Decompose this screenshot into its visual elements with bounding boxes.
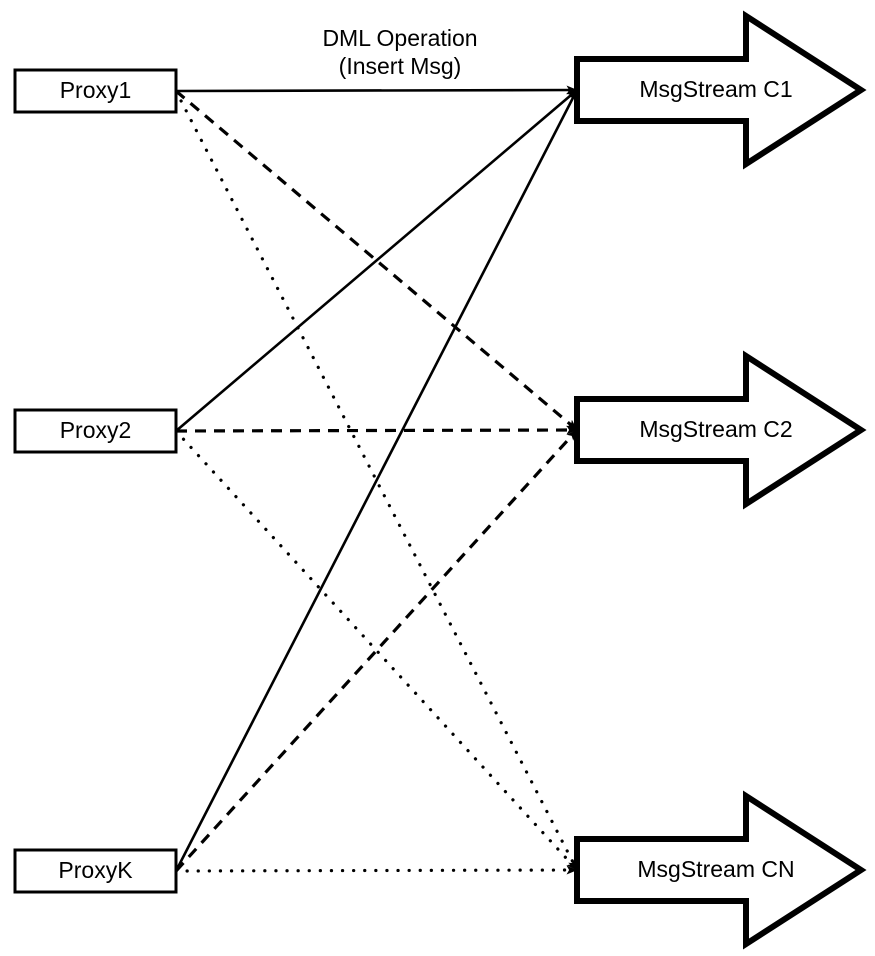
stream-stream_c2: MsgStream C2 — [574, 350, 867, 510]
stream-arrow-shape — [574, 790, 867, 950]
link-proxyK-to-cn — [174, 865, 579, 875]
link-proxy2-to-c1 — [175, 89, 578, 432]
link-proxyK-to-c2 — [174, 428, 579, 873]
stream-arrow-shape — [574, 350, 867, 510]
node-proxy1: Proxy1 — [13, 68, 178, 114]
link-proxyK-to-c1 — [174, 89, 579, 872]
streams-layer: MsgStream C1 MsgStream C2 MsgStream CN — [574, 10, 867, 950]
node-box-label: ProxyK — [58, 857, 133, 883]
link-proxy1-to-c1 — [175, 85, 578, 95]
node-box-rect — [13, 408, 178, 454]
node-proxyK: ProxyK — [13, 848, 178, 894]
node-box-rect — [13, 68, 178, 114]
caption-line-1: DML Operation — [322, 25, 477, 51]
stream-stream_cn: MsgStream CN — [574, 790, 867, 950]
caption-line-2: (Insert Msg) — [339, 53, 462, 79]
node-box-label: Proxy2 — [60, 417, 132, 443]
link-proxy1-to-c2 — [174, 89, 579, 432]
stream-label: MsgStream C2 — [639, 416, 792, 442]
stream-stream_c1: MsgStream C1 — [574, 10, 867, 170]
stream-label: MsgStream CN — [637, 856, 794, 882]
stream-arrow-shape — [574, 10, 867, 170]
dml-operation-caption: DML Operation (Insert Msg) — [322, 25, 477, 79]
links-layer — [174, 85, 579, 875]
link-proxy2-to-c2 — [175, 425, 578, 435]
stream-label: MsgStream C1 — [639, 76, 792, 102]
link-proxy2-to-cn — [174, 429, 579, 872]
node-box-rect — [13, 848, 178, 894]
node-proxy2: Proxy2 — [13, 408, 178, 454]
node-box-label: Proxy1 — [60, 77, 132, 103]
